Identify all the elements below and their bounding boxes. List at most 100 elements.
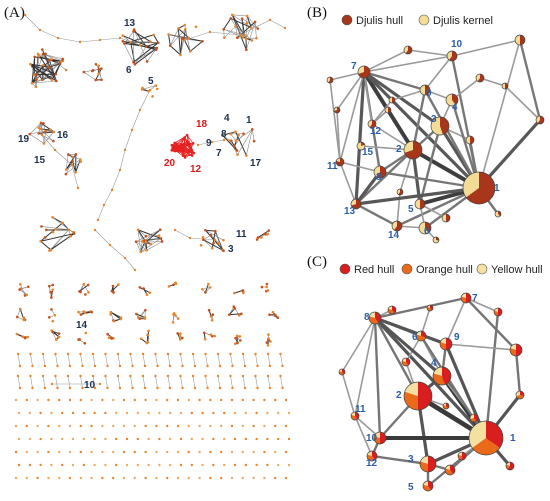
c-node-n12-slice	[367, 451, 372, 456]
a-node	[176, 398, 180, 402]
a-node	[144, 240, 148, 244]
b-node-e8	[494, 210, 502, 218]
a-node	[233, 411, 237, 415]
a-node	[41, 52, 45, 56]
a-node	[116, 352, 120, 356]
a-node	[234, 24, 237, 28]
c-edge	[373, 317, 420, 397]
c-node-e10-slice	[339, 371, 344, 376]
c-node-e10	[338, 368, 346, 376]
a-node	[255, 463, 258, 467]
c-node-e12-slice	[443, 403, 446, 406]
a-node	[56, 364, 59, 368]
a-node	[236, 153, 239, 156]
b-node-label-5: 5	[408, 204, 414, 215]
c-node-n7-outline	[460, 292, 472, 304]
a-node	[204, 228, 207, 232]
a-node	[138, 286, 142, 289]
a-node	[173, 145, 177, 149]
b-node-n13-slice	[351, 199, 356, 206]
a-edge	[124, 30, 135, 44]
a-edge	[65, 161, 74, 170]
b-node-e7-slice	[334, 107, 340, 113]
a-edge	[209, 31, 241, 36]
a-node	[112, 398, 115, 402]
c-node-e6	[444, 464, 456, 476]
a-node	[84, 293, 87, 296]
a-node	[181, 143, 185, 146]
a-node	[156, 364, 159, 368]
a-node	[158, 411, 161, 415]
a-node	[274, 398, 277, 402]
c-node-e4-outline	[469, 413, 479, 423]
a-node	[61, 221, 64, 225]
a-node	[81, 364, 84, 368]
a-edge	[57, 37, 81, 43]
b-node-n9-slice	[420, 85, 425, 95]
a-edge	[237, 129, 253, 155]
a-node	[284, 450, 288, 454]
a-node	[213, 229, 217, 233]
b-node-n1	[462, 171, 496, 205]
b-node-n10-slice	[449, 51, 458, 61]
a-node	[58, 424, 61, 428]
c-node-e3	[401, 357, 411, 367]
c-node-e11-outline	[493, 307, 503, 317]
a-node	[58, 450, 61, 454]
a-edge	[155, 353, 158, 367]
b-node-e11-slice	[470, 136, 474, 144]
a-node	[207, 282, 210, 286]
c-node-e6-slice	[445, 468, 453, 476]
b-node-n2-slice	[404, 141, 413, 153]
a-node	[133, 268, 137, 272]
a-node	[177, 148, 181, 151]
c-node-n2-slice	[418, 382, 432, 410]
a-edge	[55, 353, 58, 367]
a-edge	[30, 353, 33, 367]
a-label-6: 6	[126, 65, 132, 76]
c-node-label-3: 3	[408, 454, 414, 465]
a-node	[51, 288, 55, 291]
c-node-e11-slice	[494, 308, 498, 312]
c-node-e1-slice	[510, 344, 516, 350]
a-node	[36, 52, 40, 56]
c-node-n9-slice	[446, 338, 452, 350]
a-node	[188, 236, 192, 240]
a-node	[245, 14, 249, 18]
a-node	[110, 188, 114, 192]
b-node-n6	[418, 221, 432, 235]
a-node	[237, 314, 241, 317]
a-edge	[119, 149, 126, 171]
a-edge	[217, 353, 221, 367]
a-edge	[267, 375, 271, 389]
c-node-e2-slice	[516, 395, 524, 399]
a-node	[122, 476, 126, 480]
c-node-n6-outline	[415, 330, 427, 342]
a-node	[178, 338, 182, 341]
a-edge	[133, 47, 158, 63]
a-node	[209, 424, 212, 428]
a-node	[97, 72, 101, 76]
a-node	[79, 424, 83, 428]
a-node	[281, 386, 284, 390]
a-node	[208, 286, 212, 289]
b-node-e11	[465, 135, 475, 145]
a-node	[51, 215, 54, 219]
a-node	[236, 36, 239, 40]
a-edge	[111, 169, 121, 191]
a-node	[30, 81, 34, 85]
b-node-e7-outline	[333, 106, 341, 114]
a-node	[31, 386, 34, 390]
c-node-label-11: 11	[355, 404, 366, 415]
a-node	[249, 26, 253, 29]
c-node-n8	[368, 311, 382, 325]
c-edge	[465, 297, 517, 351]
b-node-e8-slice	[498, 211, 502, 217]
b-node-n4-outline	[445, 93, 459, 107]
b-node-n3-slice	[430, 117, 443, 136]
a-node	[155, 476, 158, 480]
a-node	[284, 476, 288, 480]
a-node	[79, 352, 82, 356]
b-node-n11	[335, 157, 345, 167]
a-node	[156, 41, 160, 45]
